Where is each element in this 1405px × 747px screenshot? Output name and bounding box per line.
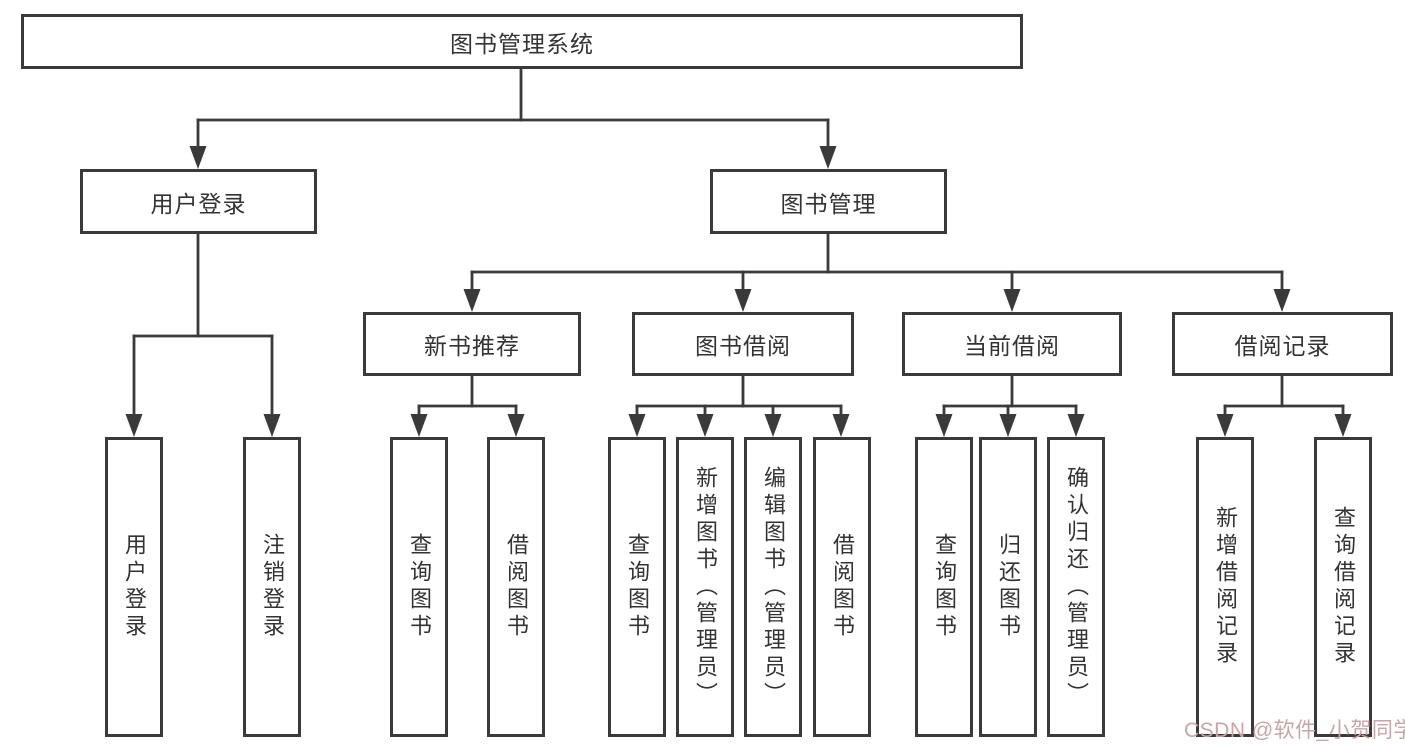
connector-bookmgmt-to-level3 <box>463 232 1291 312</box>
connector-currentborrow-to-leaves <box>935 374 1085 437</box>
leaf-user-login: 用户登录 <box>105 437 163 737</box>
leaf-logout: 注销登录 <box>243 437 301 737</box>
leaf-recommend-query-book: 查询图书 <box>390 437 448 737</box>
node-new-book-recommend: 新书推荐 <box>363 312 581 376</box>
node-book-borrow: 图书借阅 <box>632 312 854 376</box>
csdn-watermark: CSDN @软件_小贺同学 <box>1184 719 1405 742</box>
leaf-return-book: 归还图书 <box>979 437 1037 737</box>
leaf-recommend-borrow-book: 借阅图书 <box>487 437 545 737</box>
leaf-query-borrow-record: 查询借阅记录 <box>1314 437 1372 737</box>
connector-bookborrow-to-leaves <box>628 374 850 437</box>
node-root: 图书管理系统 <box>21 14 1023 69</box>
connector-root-to-level2 <box>189 67 837 169</box>
node-user-login: 用户登录 <box>80 169 317 234</box>
leaf-borrow-book: 借阅图书 <box>813 437 871 737</box>
node-borrow-record: 借阅记录 <box>1172 312 1393 376</box>
leaf-borrow-query-book: 查询图书 <box>608 437 666 737</box>
node-current-borrow: 当前借阅 <box>902 312 1122 376</box>
connector-borrowrecord-to-leaves <box>1216 374 1352 437</box>
connector-newbookrec-to-leaves <box>410 374 525 437</box>
leaf-confirm-return-admin: 确认归还（管理员） <box>1047 437 1105 737</box>
leaf-edit-book-admin: 编辑图书（管理员） <box>744 437 802 737</box>
leaf-add-borrow-record: 新增借阅记录 <box>1196 437 1254 737</box>
node-book-management: 图书管理 <box>710 169 947 234</box>
leaf-add-book-admin: 新增图书（管理员） <box>676 437 734 737</box>
leaf-current-query-book: 查询图书 <box>915 437 973 737</box>
connector-userlogin-to-leaves <box>125 232 281 437</box>
